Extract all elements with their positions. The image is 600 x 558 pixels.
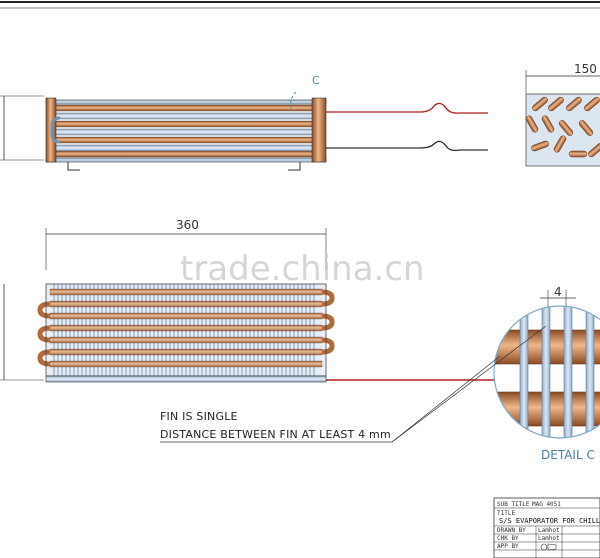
base-rail <box>45 375 327 383</box>
section-marker: C <box>312 74 320 87</box>
tb-checked-by: CHK BY <box>497 535 519 542</box>
note-leader-detail <box>391 325 547 443</box>
width-dimension-label: 150 <box>574 62 597 76</box>
top-view-tubes <box>53 104 315 158</box>
fin-gap-label: 4 <box>554 285 562 299</box>
note-line-2: DISTANCE BETWEEN FIN AT LEAST 4 mm <box>160 428 391 441</box>
black-inlet-tube <box>326 140 488 152</box>
bottom-plate <box>45 157 327 163</box>
note-line-1: FIN IS SINGLE <box>160 410 238 423</box>
length-dimension-label: 360 <box>176 218 199 232</box>
watermark: trade.china.cn <box>180 249 425 289</box>
note-leader-front <box>391 355 501 443</box>
end-view: 150 <box>525 62 600 167</box>
end-view-tube-slots <box>525 96 600 158</box>
front-view: 360 <box>0 218 500 383</box>
right-foot <box>288 162 301 171</box>
detail-circle <box>493 305 600 439</box>
right-end-bends <box>311 97 327 163</box>
front-view-body <box>37 283 335 377</box>
detail-c: 4 DETAIL C <box>493 285 600 462</box>
tb-part-number: MAG 4051 <box>532 501 561 508</box>
detail-label: DETAIL C <box>541 448 595 462</box>
tb-title-label: TITLE <box>497 510 515 517</box>
red-outlet-tube <box>326 102 488 114</box>
tb-drawn-by: DRAWN BY <box>497 527 526 534</box>
left-foot <box>67 162 80 171</box>
tb-approved-by: APP BY <box>497 543 519 550</box>
title-block: SUB TITLE MAG 4051 TITLE S/S EVAPORATOR … <box>493 497 600 558</box>
projection-symbol-icon <box>540 543 548 551</box>
u-bend-blue <box>50 116 61 144</box>
tb-checked-name: Lamhot <box>538 535 560 542</box>
tb-title: S/S EVAPORATOR FOR CHILLER <box>499 517 600 525</box>
tb-sub-title: SUB TITLE <box>497 501 530 508</box>
top-plate <box>45 99 327 105</box>
fin-note: FIN IS SINGLE DISTANCE BETWEEN FIN AT LE… <box>160 325 547 443</box>
top-view: C <box>0 74 488 171</box>
tb-drawn-name: Lamhot <box>538 527 560 534</box>
